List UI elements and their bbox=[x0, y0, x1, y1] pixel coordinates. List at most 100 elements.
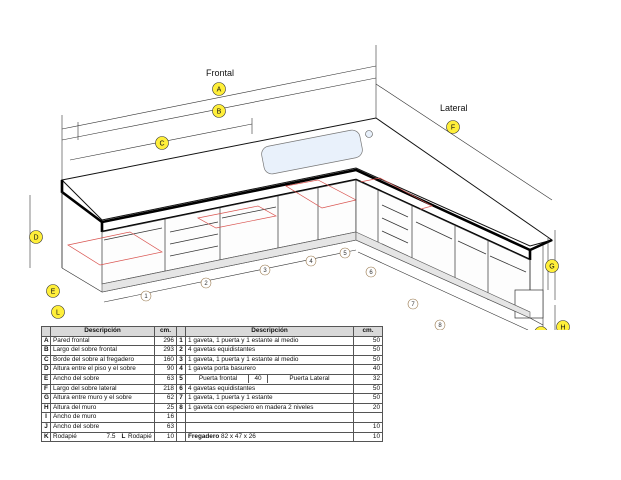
row-cm-2: 50 bbox=[353, 383, 383, 395]
number-tag-5: 5 bbox=[343, 251, 347, 257]
row-key: B bbox=[41, 345, 51, 356]
frontal-title: Frontal bbox=[206, 68, 234, 78]
letter-tag-D: D bbox=[33, 235, 38, 242]
number-tag-8: 8 bbox=[438, 323, 442, 329]
door-frontal-value: 40 bbox=[248, 375, 268, 384]
number-tag-1: 1 bbox=[144, 294, 148, 300]
fregadero-label: Fregadero bbox=[188, 432, 220, 440]
door-lateral-label: Puerta Lateral bbox=[289, 375, 330, 383]
row-description-2: 1 gaveta con especiero en madera 2 nivel… bbox=[185, 402, 354, 414]
letter-tag-circle bbox=[46, 284, 60, 298]
letter-tag-circle bbox=[446, 120, 460, 134]
number-tag-circle bbox=[434, 319, 446, 330]
row-cm: 10 bbox=[154, 431, 177, 443]
row-description-2: 1 gaveta, 1 puerta y 1 estante al medio bbox=[185, 354, 354, 366]
letter-tag-circle bbox=[556, 320, 570, 330]
row-description-2: 1 gaveta porta basurero bbox=[185, 364, 354, 375]
row-cm-2: 50 bbox=[353, 354, 383, 366]
row-description-2: 1 gaveta, 1 puerta y 1 estante bbox=[185, 393, 354, 404]
table-header-row: Descripción cm. Descripción cm. bbox=[41, 326, 383, 337]
header-key2-cell bbox=[176, 326, 186, 337]
number-tag-4: 4 bbox=[309, 259, 313, 265]
number-tag-circle bbox=[407, 298, 419, 310]
row-cm: 63 bbox=[154, 373, 177, 385]
rodapie-key-l: L bbox=[121, 432, 126, 440]
row-description: Altura entre el piso y el sobre bbox=[50, 364, 155, 375]
row-key-2: 8 bbox=[176, 402, 186, 414]
row-cm: 90 bbox=[154, 364, 177, 375]
header-key-cell bbox=[41, 326, 51, 337]
letter-tag-F: F bbox=[451, 125, 455, 132]
row-cm: 62 bbox=[154, 393, 177, 404]
header-cm: cm. bbox=[154, 326, 177, 337]
row-description: Ancho de muro bbox=[50, 412, 155, 423]
row-cm-2: 40 bbox=[353, 364, 383, 375]
row-key-2 bbox=[176, 421, 186, 433]
row-key: I bbox=[41, 412, 51, 423]
row-key-2: 3 bbox=[176, 354, 186, 366]
row-cm: 218 bbox=[154, 383, 177, 395]
letter-tag-circle bbox=[51, 305, 65, 319]
row-key: G bbox=[41, 393, 51, 404]
row-key: D bbox=[41, 364, 51, 375]
row-description-2: Fregadero 82 x 47 x 26 bbox=[185, 431, 354, 443]
number-tag-2: 2 bbox=[204, 281, 208, 287]
header-description-2: Descripción bbox=[185, 326, 354, 337]
letter-tag-circle bbox=[155, 136, 169, 150]
row-key-2 bbox=[176, 431, 186, 443]
row-cm: 16 bbox=[154, 412, 177, 423]
number-tag-circle bbox=[200, 277, 212, 289]
letter-tags: ABCDEFGHIJKL bbox=[29, 82, 570, 330]
row-description-2 bbox=[185, 412, 354, 423]
row-key-2: 5 bbox=[176, 373, 186, 385]
number-tag-3: 3 bbox=[263, 268, 267, 274]
row-cm: 160 bbox=[154, 354, 177, 366]
row-cm-2: 50 bbox=[353, 345, 383, 356]
row-cm: 63 bbox=[154, 421, 177, 433]
row-description-2: 4 gavetas equidistantes bbox=[185, 345, 354, 356]
row-description: Largo del sobre lateral bbox=[50, 383, 155, 395]
row-description-2: 4 gavetas equidistantes bbox=[185, 383, 354, 395]
row-key-2: 1 bbox=[176, 335, 186, 347]
letter-tag-circle bbox=[545, 259, 559, 273]
row-description: Ancho del sobre bbox=[50, 373, 155, 385]
row-cm-2: 10 bbox=[353, 421, 383, 433]
row-description: Largo del sobre frontal bbox=[50, 345, 155, 356]
row-key-2: 7 bbox=[176, 393, 186, 404]
kick-plate bbox=[101, 231, 531, 319]
letter-tag-circle bbox=[29, 230, 43, 244]
row-key: C bbox=[41, 354, 51, 366]
lateral-title: Lateral bbox=[440, 103, 468, 113]
row-cm: 293 bbox=[154, 345, 177, 356]
letter-tag-circle bbox=[534, 326, 548, 330]
number-tag-circle bbox=[140, 290, 152, 302]
row-description: Ancho del sobre bbox=[50, 421, 155, 433]
row-description-2 bbox=[185, 421, 354, 433]
letter-tag-H: H bbox=[560, 325, 565, 330]
row-key-2: 2 bbox=[176, 345, 186, 356]
row-cm: 296 bbox=[154, 335, 177, 347]
row-cm-2: 50 bbox=[353, 393, 383, 404]
row-key: E bbox=[41, 373, 51, 385]
letter-tag-A: A bbox=[217, 87, 222, 94]
row-cm-2: 10 bbox=[353, 431, 383, 443]
row-key: J bbox=[41, 421, 51, 433]
row-key: H bbox=[41, 402, 51, 414]
letter-tag-circle bbox=[212, 82, 226, 96]
row-key-2: 4 bbox=[176, 364, 186, 375]
row-key-2: 6 bbox=[176, 383, 186, 395]
fregadero-dims: 82 x 47 x 26 bbox=[221, 432, 256, 440]
letter-tag-B: B bbox=[217, 109, 222, 116]
